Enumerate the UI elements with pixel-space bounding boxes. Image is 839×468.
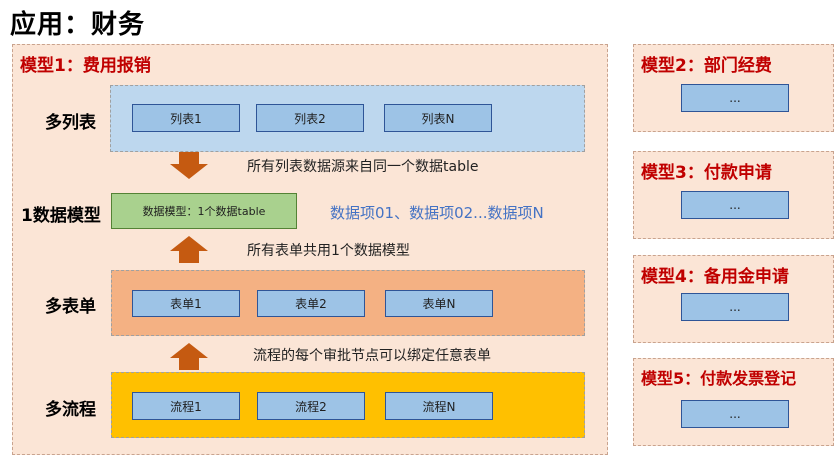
data-fields-text: 数据项01、数据项02...数据项N <box>330 204 544 222</box>
model-4-panel: 模型4：备用金申请 ... <box>633 255 834 343</box>
model-3-title: 模型3：付款申请 <box>641 163 772 183</box>
note-lists-to-model: 所有列表数据源来自同一个数据table <box>247 159 479 175</box>
model-1-title: 模型1：费用报销 <box>20 56 151 76</box>
note-flows-to-forms: 流程的每个审批节点可以绑定任意表单 <box>253 348 491 364</box>
model-row-label: 1数据模型 <box>21 206 101 226</box>
model-2-panel: 模型2：部门经费 ... <box>633 44 834 132</box>
model-5-item[interactable]: ... <box>681 400 789 428</box>
forms-row-label: 多表单 <box>45 297 96 317</box>
model-4-item[interactable]: ... <box>681 293 789 321</box>
list-item-n[interactable]: 列表N <box>384 104 492 132</box>
model-3-item[interactable]: ... <box>681 191 789 219</box>
flow-item-1[interactable]: 流程1 <box>132 392 240 420</box>
flow-item-n[interactable]: 流程N <box>385 392 493 420</box>
model-4-title: 模型4：备用金申请 <box>641 267 789 287</box>
list-item-1[interactable]: 列表1 <box>132 104 240 132</box>
model-1-panel: 模型1：费用报销 多列表 列表1 列表2 列表N 所有列表数据源来自同一个数据t… <box>12 44 608 455</box>
data-model-box[interactable]: 数据模型：1个数据table <box>111 193 297 229</box>
flow-item-2[interactable]: 流程2 <box>257 392 365 420</box>
model-3-panel: 模型3：付款申请 ... <box>633 151 834 239</box>
note-forms-to-model: 所有表单共用1个数据模型 <box>247 243 410 259</box>
list-item-2[interactable]: 列表2 <box>256 104 364 132</box>
lists-row-label: 多列表 <box>45 113 96 133</box>
page-title: 应用：财务 <box>10 10 146 40</box>
flows-row-label: 多流程 <box>45 400 96 420</box>
up-arrow-icon <box>168 235 210 263</box>
form-item-1[interactable]: 表单1 <box>132 290 240 317</box>
model-5-panel: 模型5：付款发票登记 ... <box>633 358 834 446</box>
form-item-n[interactable]: 表单N <box>385 290 493 317</box>
down-arrow-icon <box>168 152 210 180</box>
form-item-2[interactable]: 表单2 <box>257 290 365 317</box>
model-5-title: 模型5：付款发票登记 <box>641 369 797 388</box>
up-arrow-icon <box>168 342 210 370</box>
model-2-title: 模型2：部门经费 <box>641 56 772 76</box>
model-2-item[interactable]: ... <box>681 84 789 112</box>
